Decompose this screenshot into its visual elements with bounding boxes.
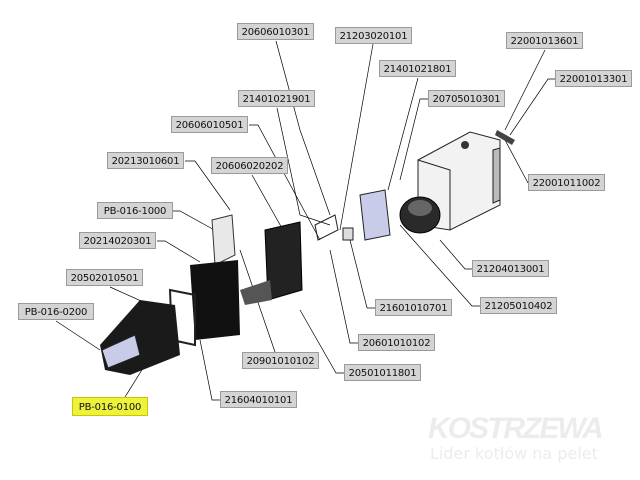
feed-pipe xyxy=(211,214,236,266)
flange xyxy=(342,227,354,241)
part-label[interactable]: 21204013001 xyxy=(472,260,549,277)
part-label-highlighted[interactable]: PB-016-0100 xyxy=(72,397,148,416)
watermark-logo: KOSTRZEWA xyxy=(428,412,604,445)
part-label[interactable]: 20705010301 xyxy=(428,90,505,107)
part-label[interactable]: 20606020202 xyxy=(211,157,288,174)
watermark-tagline: Lider kotłów na pelet xyxy=(430,444,598,463)
controller-box xyxy=(359,189,391,241)
part-label[interactable]: 20606010301 xyxy=(237,23,314,40)
leader-lines xyxy=(55,40,555,401)
combustion-chamber xyxy=(190,260,240,340)
part-label[interactable]: 20213010601 xyxy=(107,152,184,169)
tube xyxy=(240,280,272,305)
bracket xyxy=(314,214,339,241)
sensor-strip xyxy=(495,130,515,145)
part-label[interactable]: 20214020301 xyxy=(79,232,156,249)
part-label[interactable]: 20601010102 xyxy=(358,334,435,351)
part-label[interactable]: 22001013601 xyxy=(506,32,583,49)
part-label[interactable]: 20501011801 xyxy=(344,364,421,381)
boiler-housing xyxy=(417,131,501,231)
part-label[interactable]: 21604010101 xyxy=(220,391,297,408)
part-label[interactable]: 21401021901 xyxy=(238,90,315,107)
part-label[interactable]: 20901010102 xyxy=(242,352,319,369)
part-label[interactable]: 21203020101 xyxy=(335,27,412,44)
part-label[interactable]: PB-016-0200 xyxy=(18,303,94,320)
part-label[interactable]: 21205010402 xyxy=(480,297,557,314)
mounting-plate xyxy=(264,221,303,301)
part-label[interactable]: 21601010701 xyxy=(375,299,452,316)
part-label[interactable]: 22001013301 xyxy=(555,70,632,87)
part-label[interactable]: PB-016-1000 xyxy=(97,202,173,219)
part-label[interactable]: 20606010501 xyxy=(171,116,248,133)
part-label[interactable]: 22001011002 xyxy=(528,174,605,191)
part-label[interactable]: 20502010501 xyxy=(66,269,143,286)
part-label[interactable]: 21401021801 xyxy=(379,60,456,77)
fan xyxy=(399,196,441,234)
